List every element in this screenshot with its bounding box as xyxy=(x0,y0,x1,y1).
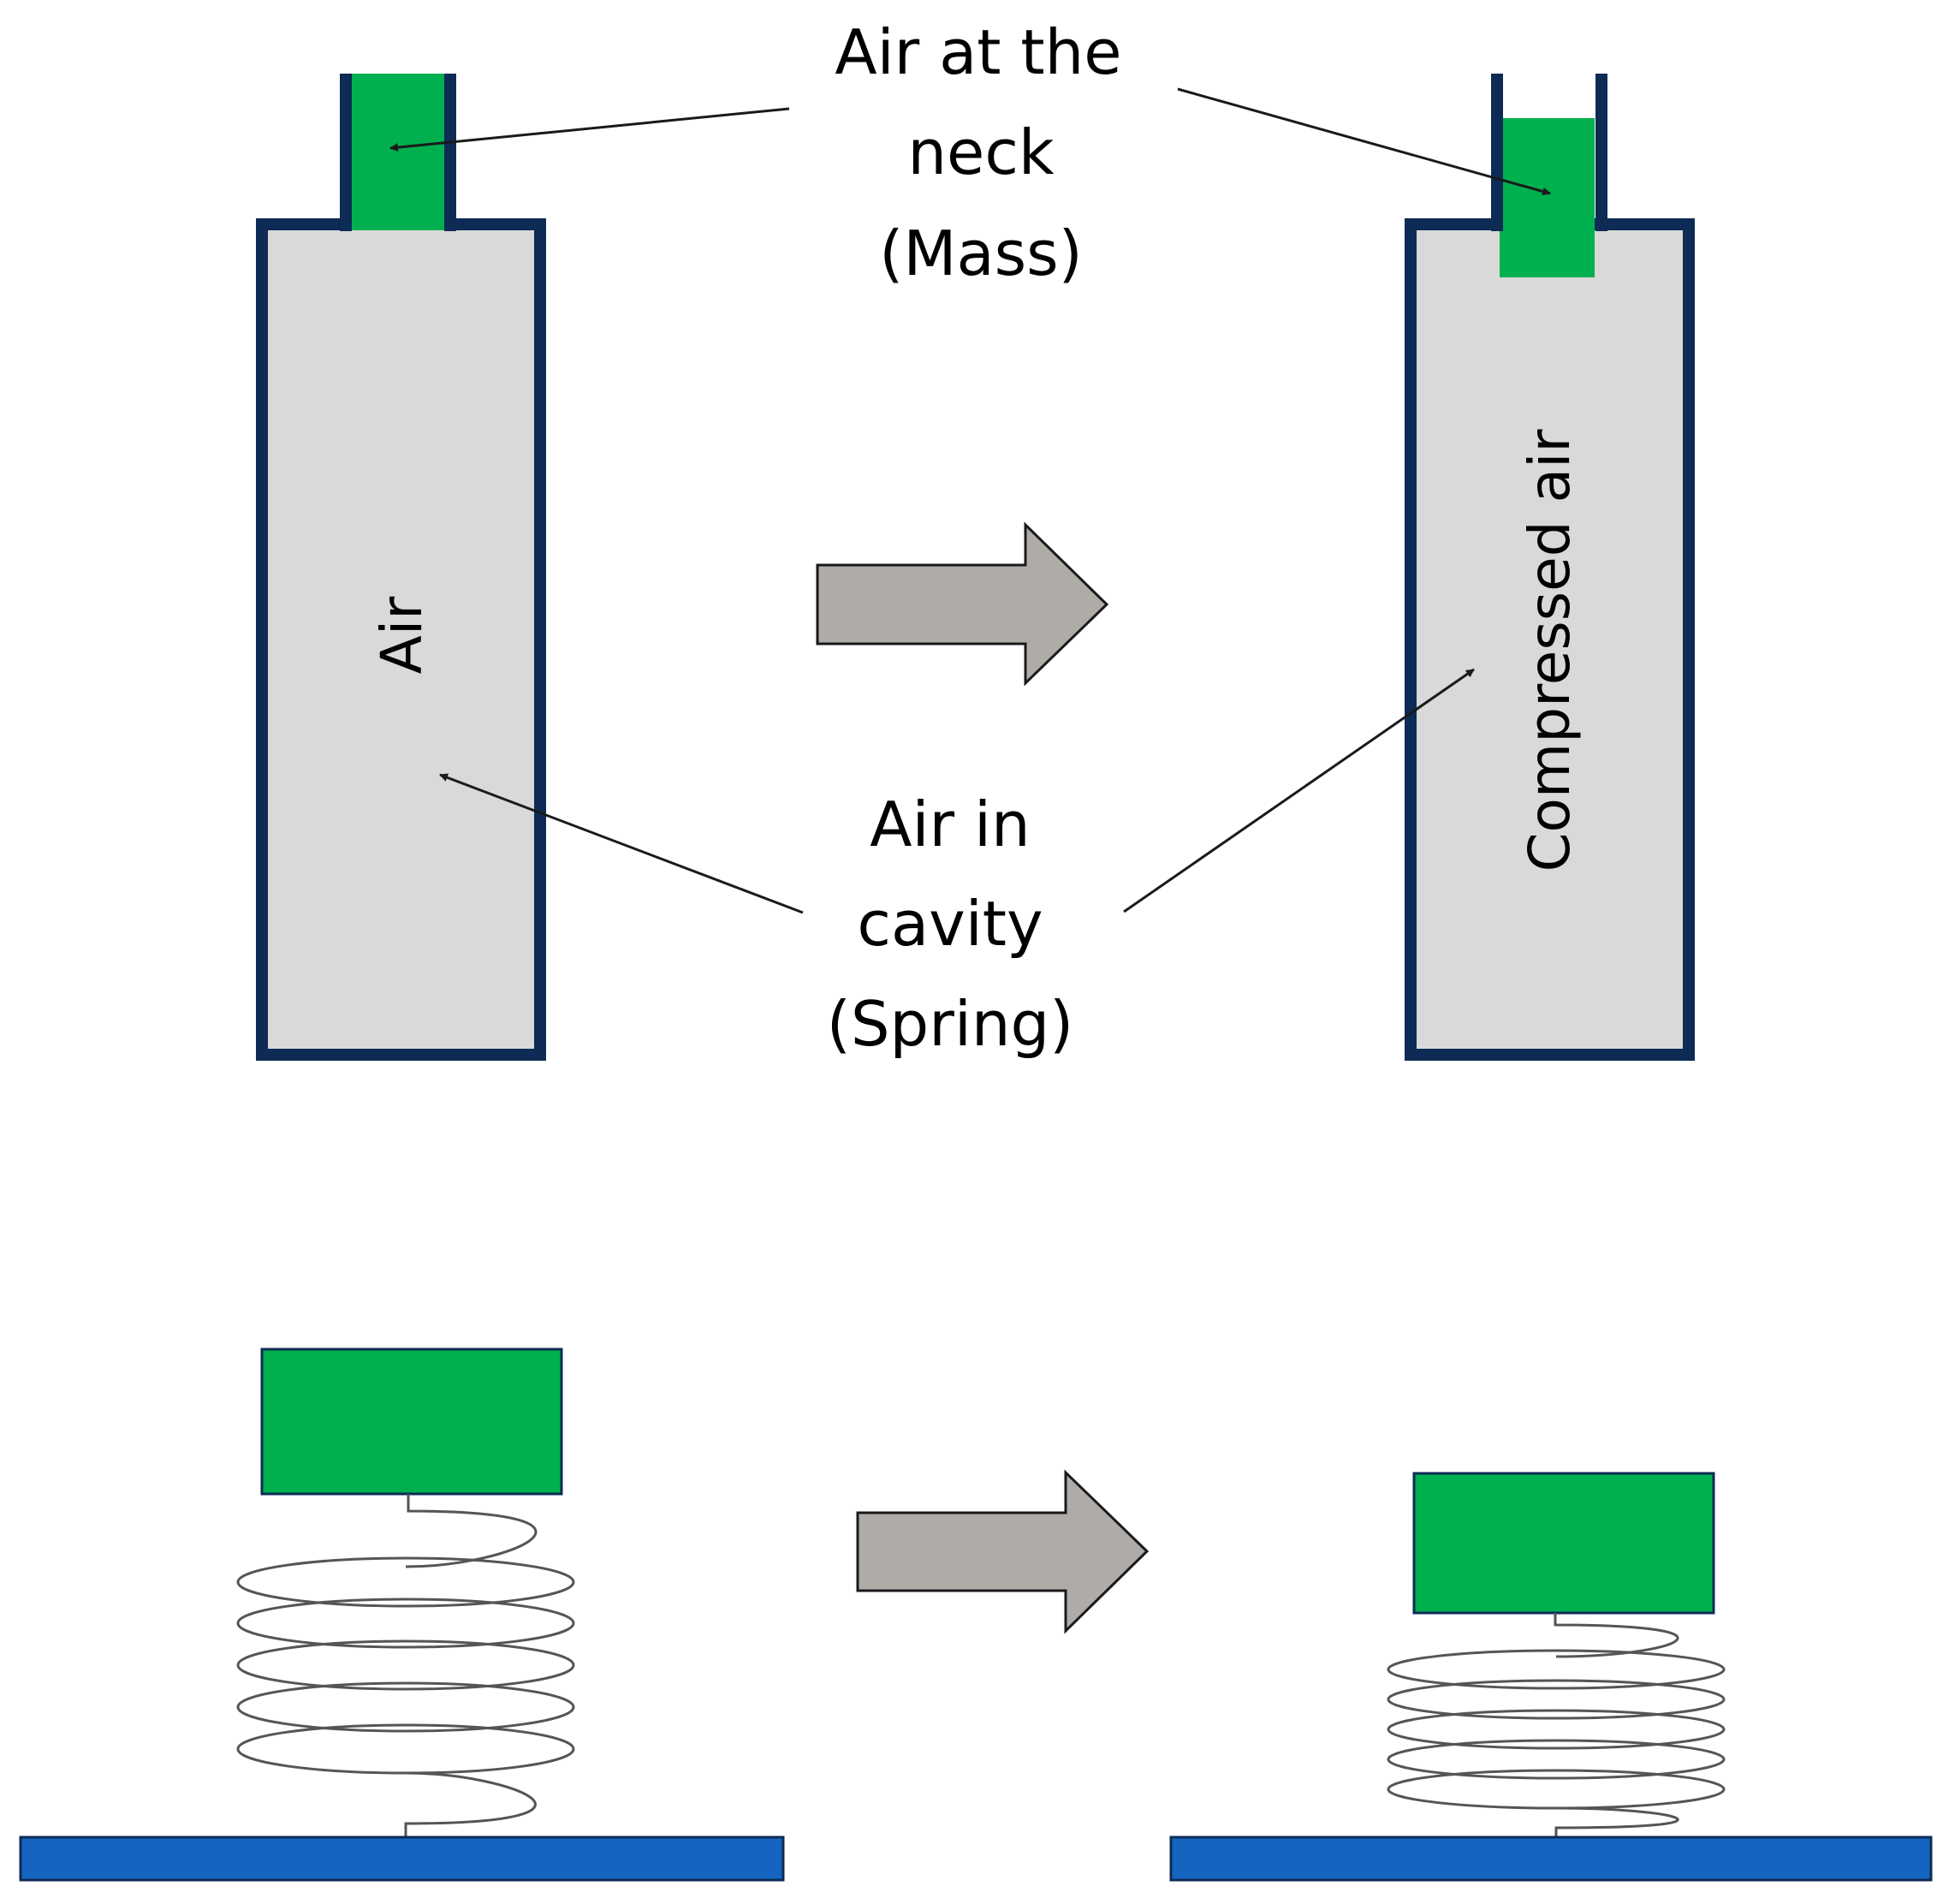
spring-icon xyxy=(1387,1613,1726,1839)
neck-label-line3: (Mass) xyxy=(879,217,1082,289)
right-mass-spring xyxy=(1169,1472,1933,1882)
left-neck-mass xyxy=(347,74,449,230)
right-resonator: Compressed air xyxy=(1405,74,1695,1061)
right-arrow-icon xyxy=(816,521,1109,687)
right-neck-mass xyxy=(1500,118,1595,277)
left-cavity xyxy=(256,218,546,1061)
leader-cavity-right xyxy=(1123,668,1475,913)
left-air-label: Air xyxy=(369,596,435,674)
left-resonator: Air xyxy=(256,74,546,1061)
neck-label: Air at the neck (Mass) xyxy=(835,16,1121,289)
leader-cavity-left xyxy=(439,773,804,914)
left-mass-spring xyxy=(19,1348,785,1882)
right-mass-block xyxy=(1412,1472,1715,1615)
right-compressed-air-label: Compressed air xyxy=(1517,429,1583,872)
leader-neck-right xyxy=(1177,87,1551,196)
right-arrow-icon xyxy=(856,1469,1150,1634)
cavity-label-line2: cavity xyxy=(857,888,1043,960)
leader-neck-left xyxy=(389,107,790,152)
neck-label-line1: Air at the xyxy=(835,16,1121,88)
cavity-label-line3: (Spring) xyxy=(827,988,1074,1060)
left-mass-block xyxy=(260,1348,563,1496)
spring-icon xyxy=(236,1494,575,1839)
right-ground-base xyxy=(1169,1836,1933,1882)
left-ground-base xyxy=(19,1836,785,1882)
neck-label-line2: neck xyxy=(907,116,1055,188)
cavity-label-line1: Air in xyxy=(870,788,1030,860)
cavity-label: Air in cavity (Spring) xyxy=(827,788,1074,1060)
